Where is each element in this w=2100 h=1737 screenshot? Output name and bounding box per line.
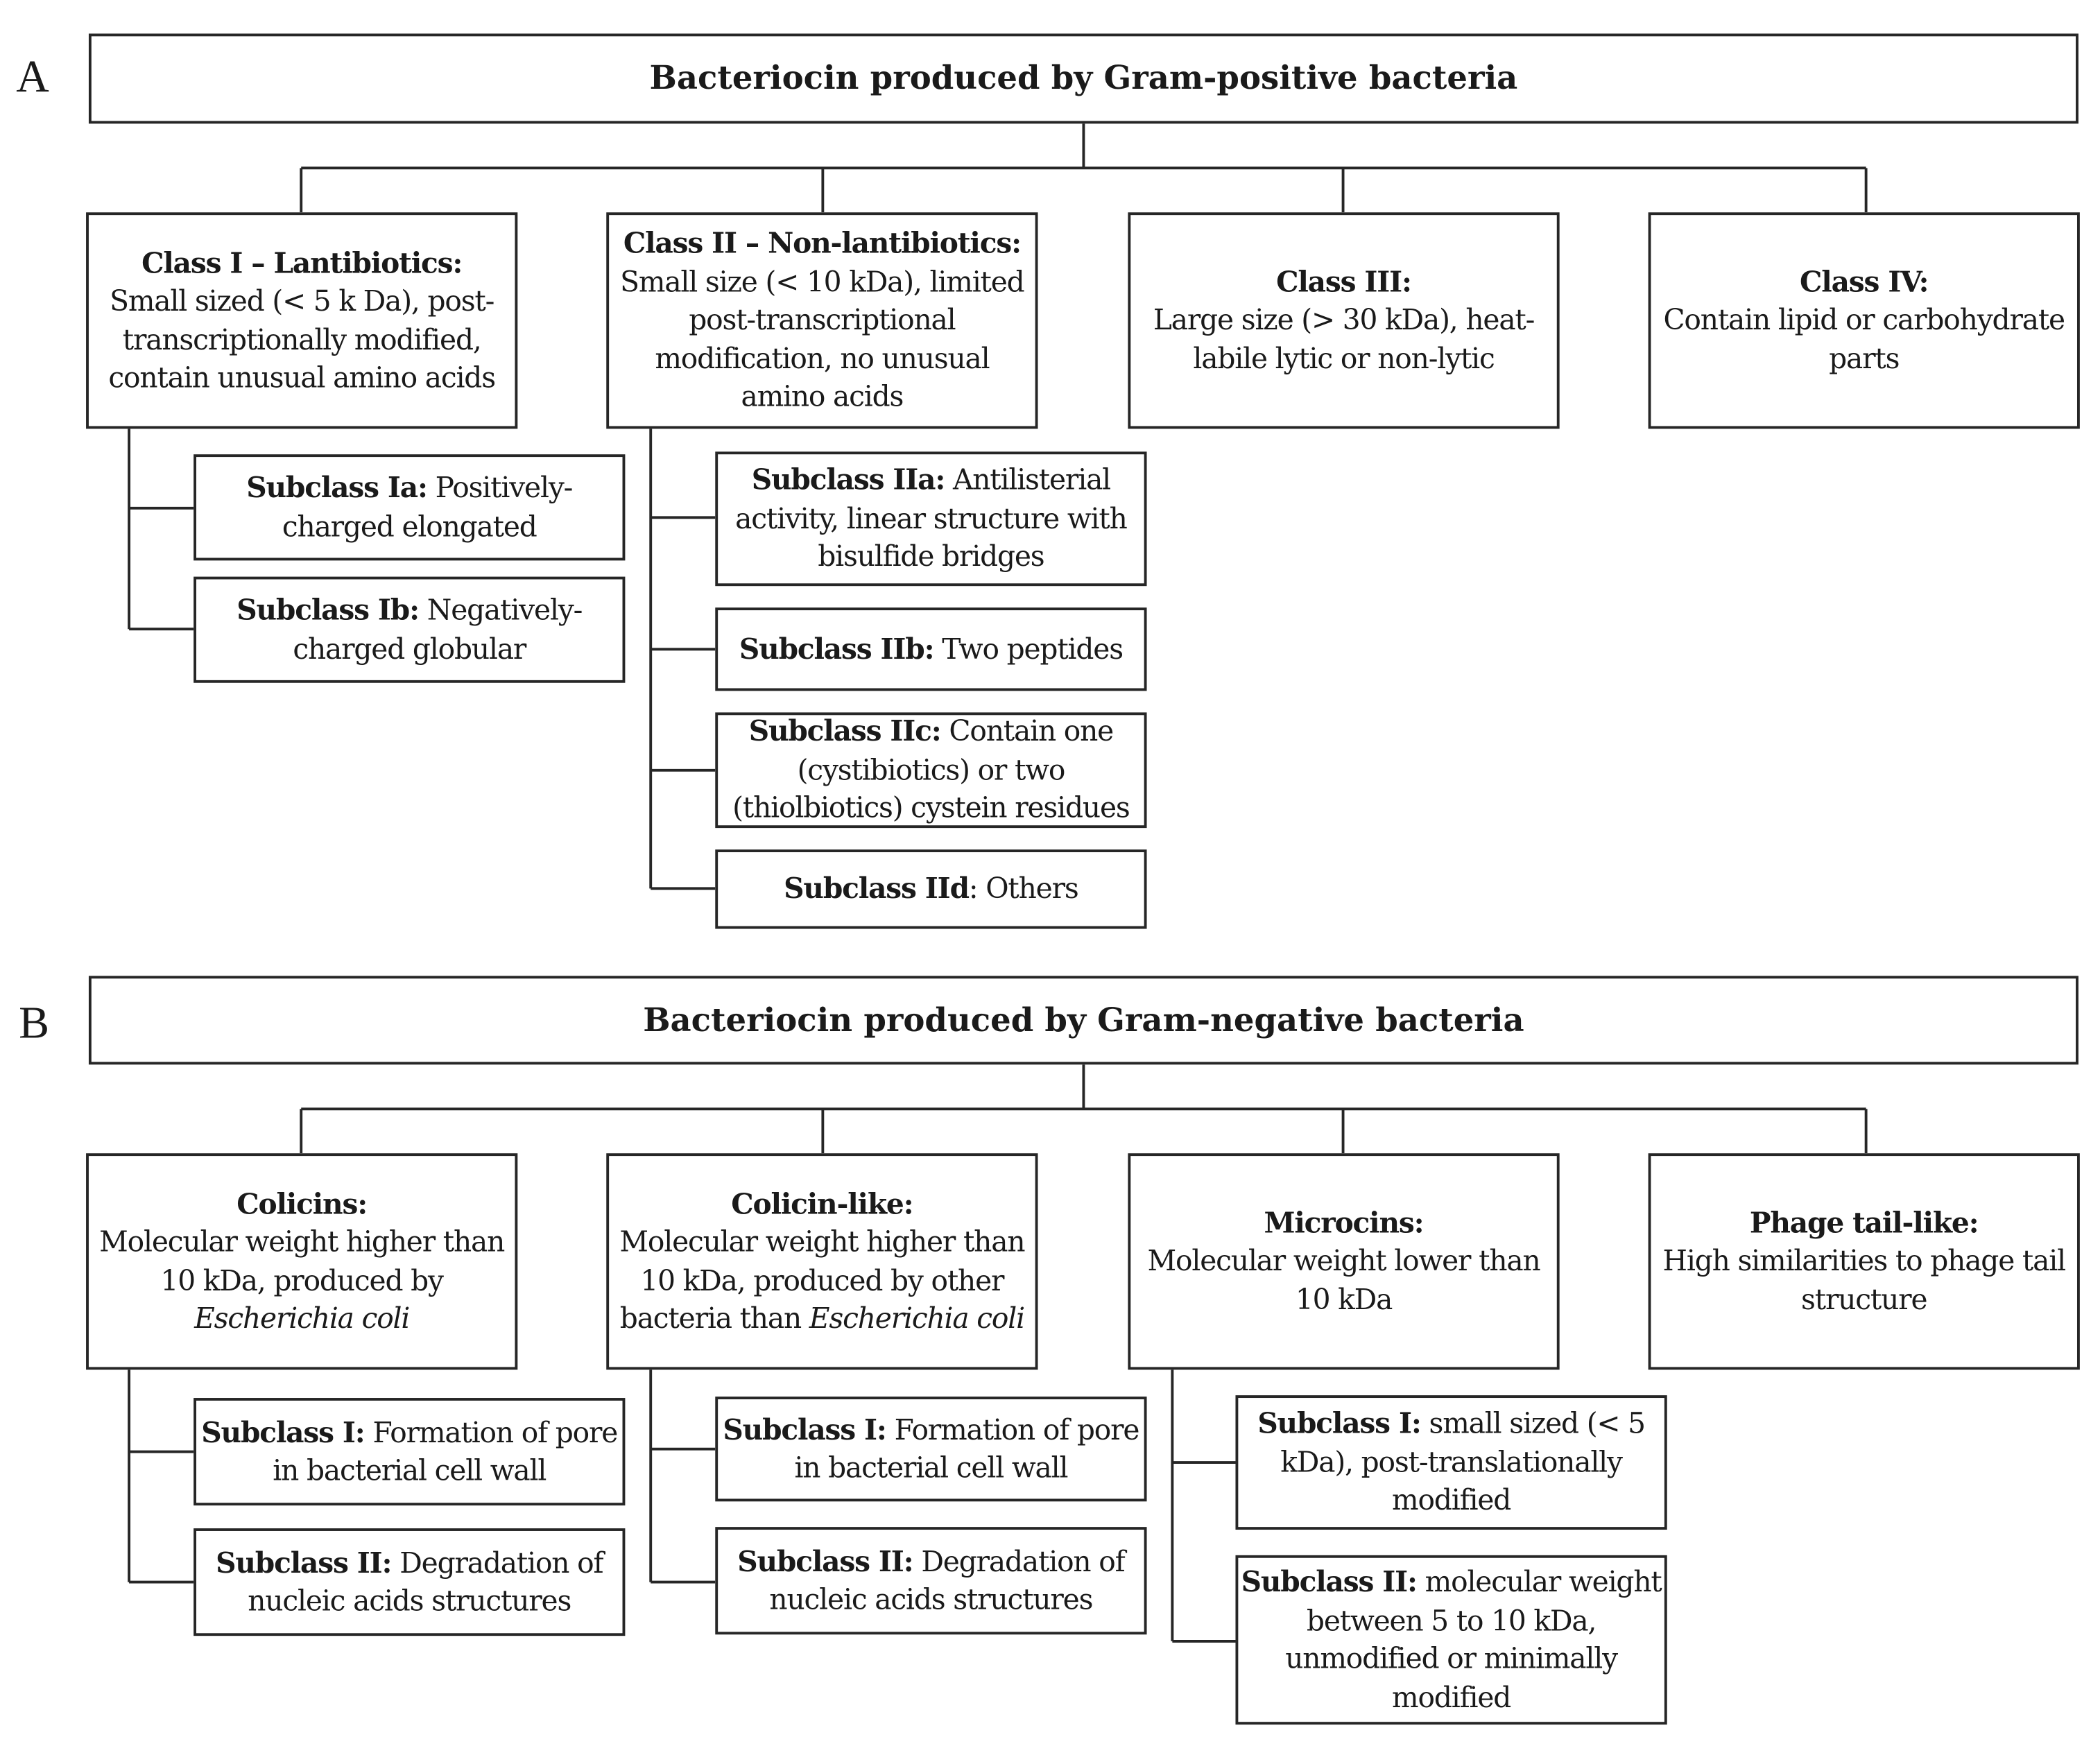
subclass-ia-description: Positively-charged elongated [282,472,574,543]
microcins-subclass-ii-box: Subclass II: molecular weight between 5 … [1235,1555,1667,1725]
colicin-like-description: Molecular weight higher than 10 kDa, pro… [619,1225,1025,1335]
subclass-iia-box: Subclass IIa: Antilisterial activity, li… [715,451,1147,587]
class-iv-box: Class IV: Contain lipid or carbohydrate … [1648,212,2080,429]
subclass-iib-description: Two peptides [942,632,1124,666]
subclass-iic-title: Subclass IIc: [748,714,942,748]
class-ii-description: Small size (< 10 kDa), limited post-tran… [620,266,1025,413]
colicin-like-subclass-i-title: Subclass I: [723,1412,887,1446]
subclass-iid-box: Subclass IId: Others [715,849,1147,929]
colicin-like-box: Colicin-like: Molecular weight higher th… [606,1153,1038,1370]
colicins-description: Molecular weight higher than 10 kDa, pro… [99,1225,505,1297]
subclass-ia-box: Subclass Ia: Positively-charged elongate… [193,454,626,561]
colicins-subclass-ii-description: Degradation of nucleic acids structures [248,1546,603,1618]
colicins-organism: Escherichia coli [194,1302,410,1335]
subclass-iib-title: Subclass IIb: [739,631,935,666]
gram-positive-header-text: Bacteriocin produced by Gram-positive ba… [649,58,1518,98]
class-ii-title: Class II – Non-lantibiotics: [623,226,1022,260]
subclass-iid-description: : Others [968,872,1079,906]
gram-positive-header-box: Bacteriocin produced by Gram-positive ba… [88,33,2079,124]
microcins-subclass-i-title: Subclass I: [1257,1406,1422,1440]
colicin-like-subclass-ii-box: Subclass II: Degradation of nucleic acid… [715,1527,1147,1635]
subclass-iic-description: Contain one (cystibiotics) or two (thiol… [732,715,1130,824]
panel-label-a: A [16,52,49,103]
colicin-like-subclass-i-description: Formation of pore in bacterial cell wall [794,1413,1139,1485]
subclass-ib-title: Subclass Ib: [236,592,420,627]
colicins-subclass-ii-box: Subclass II: Degradation of nucleic acid… [193,1528,626,1636]
microcins-subclass-ii-title: Subclass II: [1241,1564,1418,1598]
class-iii-box: Class III: Large size (> 30 kDa), heat-l… [1128,212,1560,429]
microcins-subclass-i-description: small sized (< 5 kDa), post-translationa… [1280,1408,1646,1517]
colicin-like-subclass-ii-title: Subclass II: [737,1544,913,1578]
subclass-iia-title: Subclass IIa: [751,463,946,496]
phage-tail-like-title: Phage tail-like: [1749,1205,1979,1239]
class-iii-title: Class III: [1276,264,1412,298]
subclass-iic-box: Subclass IIc: Contain one (cystibiotics)… [715,712,1147,829]
subclass-iid-title: Subclass IId [784,871,970,906]
gram-negative-header-text: Bacteriocin produced by Gram-negative ba… [643,999,1524,1039]
subclass-iia-description: Antilisterial activity, linear structure… [735,464,1128,573]
colicin-like-subclass-ii-description: Degradation of nucleic acids structures [769,1545,1125,1616]
phage-tail-like-box: Phage tail-like: High similarities to ph… [1648,1153,2080,1370]
colicins-subclass-ii-title: Subclass II: [216,1545,392,1579]
subclass-iib-box: Subclass IIb: Two peptides [715,607,1147,691]
colicins-subclass-i-box: Subclass I: Formation of pore in bacteri… [193,1398,626,1506]
microcins-subclass-i-box: Subclass I: small sized (< 5 kDa), post-… [1235,1395,1667,1530]
class-iv-title: Class IV: [1800,264,1929,298]
microcins-subclass-ii-description: molecular weight between 5 to 10 kDa, un… [1285,1566,1662,1713]
subclass-ia-title: Subclass Ia: [246,470,428,504]
colicins-box: Colicins: Molecular weight higher than 1… [86,1153,518,1370]
class-ii-non-lantibiotics-box: Class II – Non-lantibiotics: Small size … [606,212,1038,429]
class-iii-description: Large size (> 30 kDa), heat-labile lytic… [1153,304,1535,375]
class-i-title: Class I – Lantibiotics: [141,245,463,279]
colicins-title: Colicins: [236,1186,368,1220]
colicin-like-organism: Escherichia coli [809,1302,1025,1335]
colicins-subclass-i-title: Subclass I: [201,1415,365,1449]
colicins-subclass-i-description: Formation of pore in bacterial cell wall [273,1416,618,1487]
class-i-description: Small sized (< 5 k Da), post-transcripti… [108,284,496,394]
colicin-like-subclass-i-box: Subclass I: Formation of pore in bacteri… [715,1397,1147,1502]
subclass-ib-description: Negatively-charged globular [293,594,583,665]
microcins-box: Microcins: Molecular weight lower than 1… [1128,1153,1560,1370]
microcins-title: Microcins: [1264,1205,1424,1239]
colicin-like-title: Colicin-like: [731,1186,913,1220]
subclass-ib-box: Subclass Ib: Negatively-charged globular [193,576,626,683]
phage-tail-like-description: High similarities to phage tail structur… [1662,1245,2067,1316]
class-iv-description: Contain lipid or carbohydrate parts [1663,304,2065,375]
panel-label-b: B [19,999,50,1049]
class-i-lantibiotics-box: Class I – Lantibiotics: Small sized (< 5… [86,212,518,429]
gram-negative-header-box: Bacteriocin produced by Gram-negative ba… [88,976,2079,1065]
microcins-description: Molecular weight lower than 10 kDa [1147,1245,1540,1316]
